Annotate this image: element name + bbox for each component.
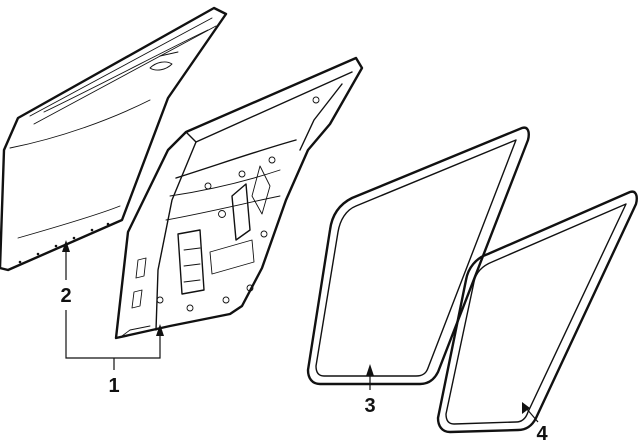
arrow-4 — [522, 402, 530, 414]
door-shell-frame — [114, 56, 364, 340]
door-weatherstrip — [306, 126, 530, 386]
callout-1: 1 — [108, 375, 119, 397]
arrow-heads — [62, 240, 530, 414]
arrow-2 — [62, 240, 70, 252]
callout-3: 3 — [364, 395, 375, 417]
body-side-weatherstrip — [436, 190, 638, 434]
arrow-1 — [156, 324, 164, 336]
frame-holes — [156, 96, 320, 312]
panel-rivets — [18, 222, 110, 264]
arrow-3 — [366, 364, 374, 376]
leader-4 — [525, 407, 539, 423]
callout-2: 2 — [60, 285, 71, 307]
callout-4: 4 — [536, 423, 548, 444]
outer-door-panel — [0, 6, 228, 272]
leader-lines — [65, 250, 539, 423]
leader-1 — [65, 310, 161, 359]
